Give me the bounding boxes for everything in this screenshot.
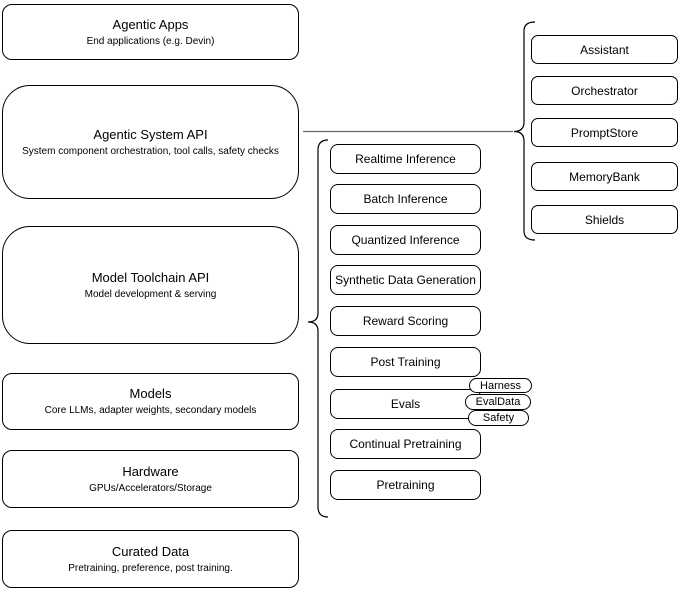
box-title: Hardware — [122, 463, 179, 479]
box-title: Models — [129, 386, 172, 401]
box-title: Agentic System API — [93, 126, 208, 142]
box-subtitle: Core LLMs, adapter weights, secondary mo… — [44, 405, 257, 416]
tag-safety: Safety — [468, 410, 529, 426]
node-quantized-inference: Quantized Inference — [330, 225, 481, 255]
box-subtitle: Model development & serving — [84, 288, 217, 300]
node-memorybank: MemoryBank — [531, 162, 678, 191]
node-realtime-inference: Realtime Inference — [330, 144, 481, 174]
tag-evaldata: EvalData — [465, 394, 531, 410]
box-agentic-apps: Agentic Apps End applications (e.g. Devi… — [2, 4, 299, 60]
node-pretraining: Pretraining — [330, 470, 481, 500]
node-evals: Evals — [330, 389, 481, 419]
node-reward-scoring: Reward Scoring — [330, 306, 481, 336]
node-assistant: Assistant — [531, 35, 678, 64]
node-continual-pretraining: Continual Pretraining — [330, 429, 481, 459]
node-promptstore: PromptStore — [531, 118, 678, 147]
box-title: Model Toolchain API — [91, 269, 210, 285]
box-agentic-system-api: Agentic System API System component orch… — [2, 85, 299, 199]
node-orchestrator: Orchestrator — [531, 76, 678, 105]
node-synthetic-data-generation: Synthetic Data Generation — [330, 265, 481, 295]
tag-harness: Harness — [469, 378, 532, 393]
node-batch-inference: Batch Inference — [330, 184, 481, 214]
box-subtitle: End applications (e.g. Devin) — [86, 35, 215, 47]
box-subtitle: GPUs/Accelerators/Storage — [89, 482, 212, 494]
box-subtitle: System component orchestration, tool cal… — [22, 145, 279, 157]
box-hardware: Hardware GPUs/Accelerators/Storage — [2, 450, 299, 508]
toolchain-brace — [307, 139, 329, 518]
node-shields: Shields — [531, 205, 678, 234]
box-title: Agentic Apps — [112, 16, 189, 32]
box-title: Curated Data — [111, 543, 190, 559]
box-subtitle: Pretraining, preference, post training. — [68, 562, 233, 574]
box-curated-data: Curated Data Pretraining, preference, po… — [2, 530, 299, 588]
box-model-toolchain-api: Model Toolchain API Model development & … — [2, 226, 299, 344]
box-models: Models Core LLMs, adapter weights, secon… — [2, 373, 299, 430]
node-post-training: Post Training — [330, 347, 481, 377]
